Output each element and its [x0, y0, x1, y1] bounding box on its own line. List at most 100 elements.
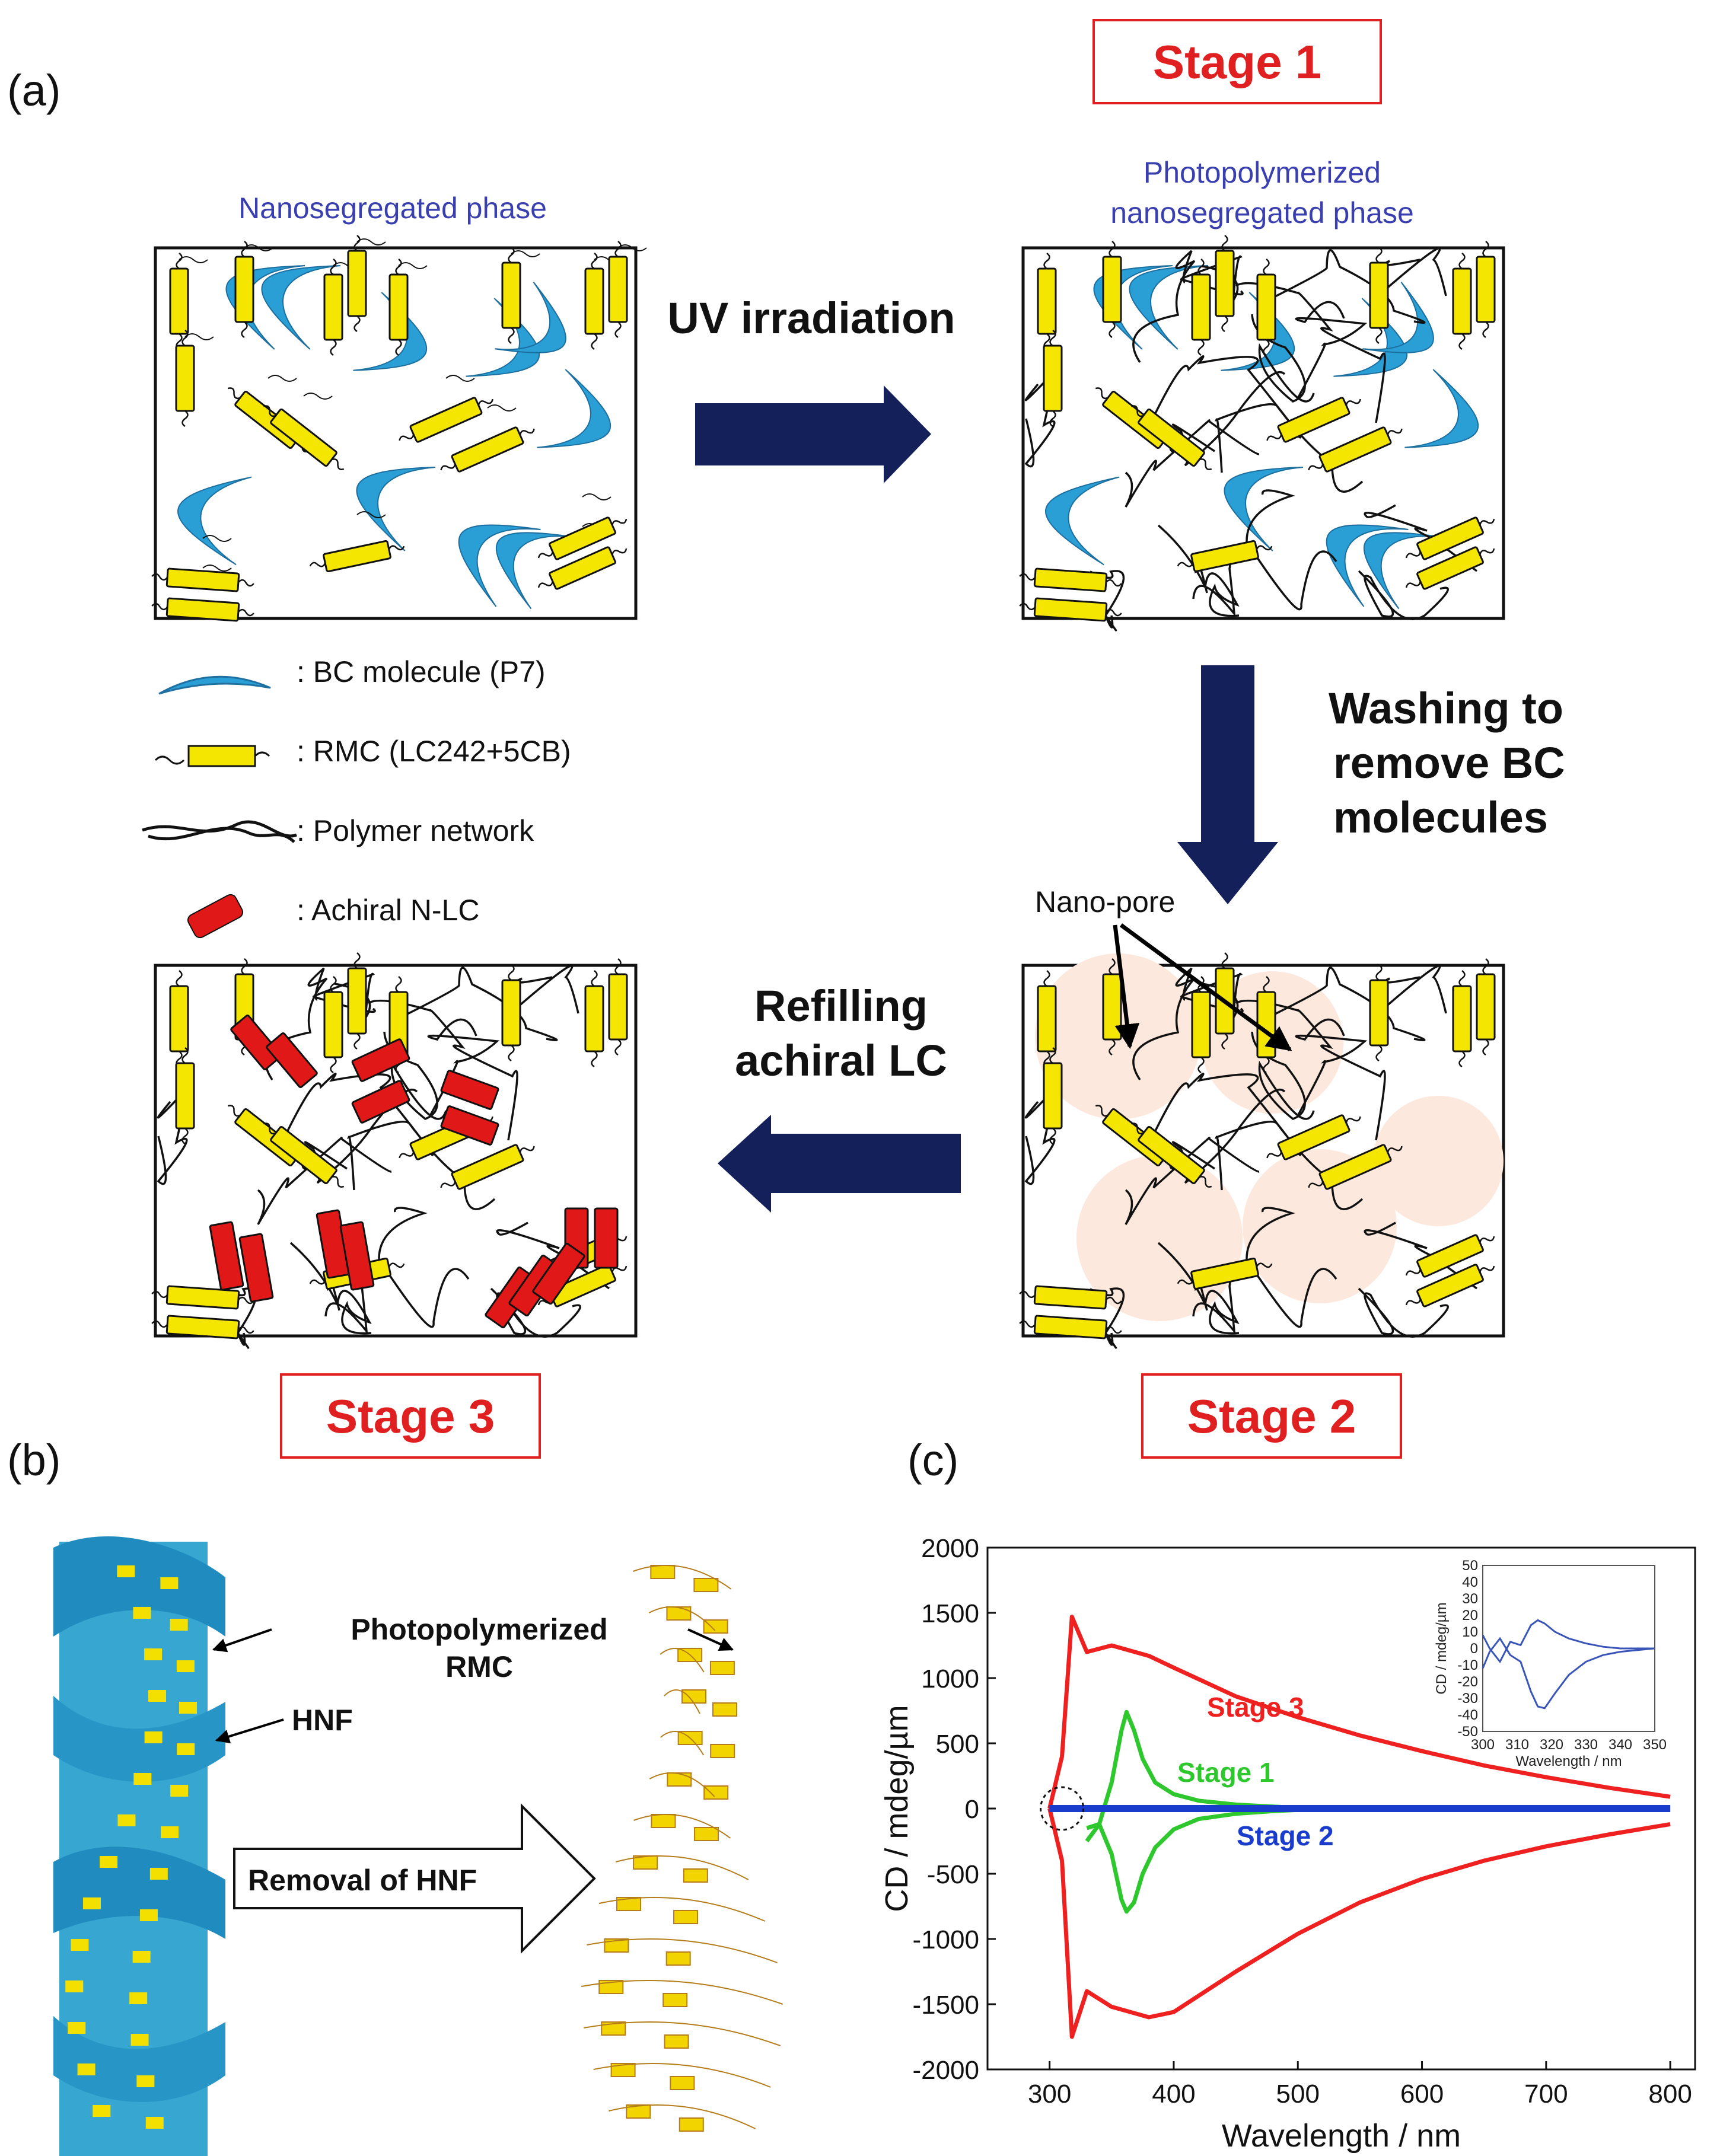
rmc-molecule-9-tail-a	[227, 1105, 241, 1117]
rmc-block-b-13	[679, 2117, 704, 2132]
rmc-block-0	[650, 1565, 676, 1579]
rmc-molecule-1-group	[1102, 241, 1122, 339]
rmc-molecule-3-tail-a	[1221, 235, 1228, 252]
polymer-network	[1024, 965, 1478, 1349]
rmc-molecule-0-group	[169, 970, 189, 1068]
rmc-block-b-3	[712, 1702, 737, 1717]
rmc-molecule-15-tail-a	[1405, 1299, 1421, 1306]
rmc-molecule-13-group	[1177, 540, 1273, 573]
rmc-molecule-17-tail-a	[151, 602, 168, 611]
rmc-molecule-16-tail-b	[237, 579, 254, 587]
rmc-link-12	[593, 2063, 771, 2088]
rmc-molecule-2-tail-a	[330, 976, 337, 993]
box3-content	[1019, 952, 1504, 1349]
rmc-block-b-1	[703, 1619, 728, 1634]
rmc-molecule-7-tail-a	[1482, 241, 1489, 258]
rmc-molecule-0-group	[1037, 970, 1057, 1068]
rmc-molecule-16-group	[151, 1285, 254, 1310]
y-tick-label-1: 1500	[921, 1599, 979, 1628]
y-tick-label-0: 2000	[921, 1534, 979, 1563]
inset-y-tick-label-4: 10	[1462, 1624, 1478, 1640]
rmc-molecule-6-group	[584, 970, 604, 1068]
rmc-molecule-12-tail-b	[1387, 1146, 1403, 1153]
rmc-molecule-2-group	[323, 259, 343, 356]
hnf-rmc-block-b-6	[161, 1826, 179, 1838]
rmc-molecule-17-group	[151, 597, 254, 622]
inset-y-tick-label-1: 40	[1462, 1574, 1478, 1590]
wash-label-3: molecules	[1333, 793, 1548, 842]
zoom-circle	[1040, 1786, 1085, 1831]
rmc-molecule-7-tail-a	[1482, 958, 1489, 975]
rmc-molecule-7	[608, 973, 628, 1041]
rmc-block-b-9	[665, 1951, 691, 1966]
rmc-molecule-14-group	[537, 516, 628, 560]
achiral-lc-2	[351, 1038, 410, 1082]
rmc-molecule-10-group	[1130, 1122, 1212, 1188]
rmc-molecule-4-tail-b	[395, 339, 402, 356]
achiral-lc-4	[440, 1070, 499, 1110]
legend-achiral: : Achiral N-LC	[297, 894, 479, 927]
rmc-molecule-8-group	[1043, 1047, 1063, 1145]
rmc-molecule-1-group	[234, 241, 254, 339]
inset-y-tick-label-5: 0	[1470, 1641, 1478, 1657]
rmc-link-1	[648, 1606, 716, 1631]
nanopore-label: Nano-pore	[1035, 885, 1175, 918]
legend-rmc-tail-left	[154, 755, 185, 765]
rmc-molecule-16-group	[1019, 567, 1122, 592]
rmc-molecule-15	[1416, 546, 1484, 590]
rmc-molecule-13-tail-b	[388, 545, 405, 551]
box2-content	[1019, 235, 1496, 632]
legend-rmc-icon	[187, 745, 256, 767]
rmc-molecule-11	[1277, 397, 1350, 443]
achiral-lc-9	[238, 1233, 274, 1303]
rmc-molecule-0	[1037, 267, 1057, 335]
inset-x-tick-label-5: 350	[1643, 1737, 1667, 1753]
series-1-lower	[1086, 1807, 1298, 1914]
rmc-molecule-12-tail-b	[519, 1146, 535, 1153]
rmc-molecule-17	[165, 597, 240, 622]
hnf-label: HNF	[292, 1704, 353, 1737]
bc-molecule-8	[458, 524, 541, 607]
rmc-link-13	[609, 2104, 756, 2129]
hnf-rmc-block-6	[117, 1814, 136, 1826]
hnf-ribbon-2	[53, 1696, 225, 1782]
rmc-molecule-13-tail-a	[309, 562, 326, 567]
rmc-molecule-13	[323, 540, 391, 573]
rmc-molecule-2-tail-a	[330, 259, 337, 276]
refill-label-2: achiral LC	[735, 1036, 947, 1085]
x-tick-label-4: 700	[1524, 2080, 1568, 2109]
rmc-molecule-11-tail-a	[399, 434, 415, 441]
rmc-molecule-7	[608, 256, 628, 323]
rmc-molecule-6-group	[584, 253, 604, 350]
inset-series-0-lower	[1482, 1637, 1655, 1710]
rmc-molecule-6-tail-a	[1458, 970, 1466, 987]
box4-content	[151, 952, 628, 1349]
x-tick-label-0: 300	[1028, 2080, 1071, 2109]
x-tick-label-2: 500	[1276, 2080, 1320, 2109]
rmc-molecule-4-group	[388, 259, 409, 356]
rmc-molecule-11-tail-a	[399, 1152, 415, 1159]
rmc-molecule-12-group	[1308, 426, 1403, 473]
achiral-lc-2-group	[351, 1038, 410, 1082]
rmc-block-8	[616, 1897, 641, 1911]
rmc-molecule-17	[165, 1315, 240, 1339]
bc-molecule-3	[1333, 298, 1407, 377]
rmc-molecule-3	[347, 967, 367, 1035]
achiral-lc-3	[351, 1080, 410, 1124]
polymer-network	[1024, 247, 1478, 632]
rmc-molecule-5-tail-a	[508, 964, 515, 981]
wash-label-1: Washing to	[1329, 684, 1563, 733]
rmc-molecule-1-tail-a	[241, 958, 248, 975]
rmc-molecule-13-tail-b	[388, 1262, 405, 1268]
series-1-upper	[1085, 1710, 1298, 1843]
y-tick-label-6: -1000	[912, 1925, 979, 1954]
rmc-molecule-13	[1190, 1257, 1259, 1290]
hnf-rmc-block-b-3	[179, 1702, 197, 1714]
rmc-molecule-1-tail-b	[241, 321, 248, 339]
stage3-box	[280, 1373, 541, 1459]
rmc-molecule-0	[1037, 985, 1057, 1053]
achiral-lc-14-group	[532, 1242, 585, 1305]
rmc-molecule-8-group	[1043, 330, 1063, 428]
rmc-molecule-7-tail-b	[1482, 1039, 1489, 1056]
